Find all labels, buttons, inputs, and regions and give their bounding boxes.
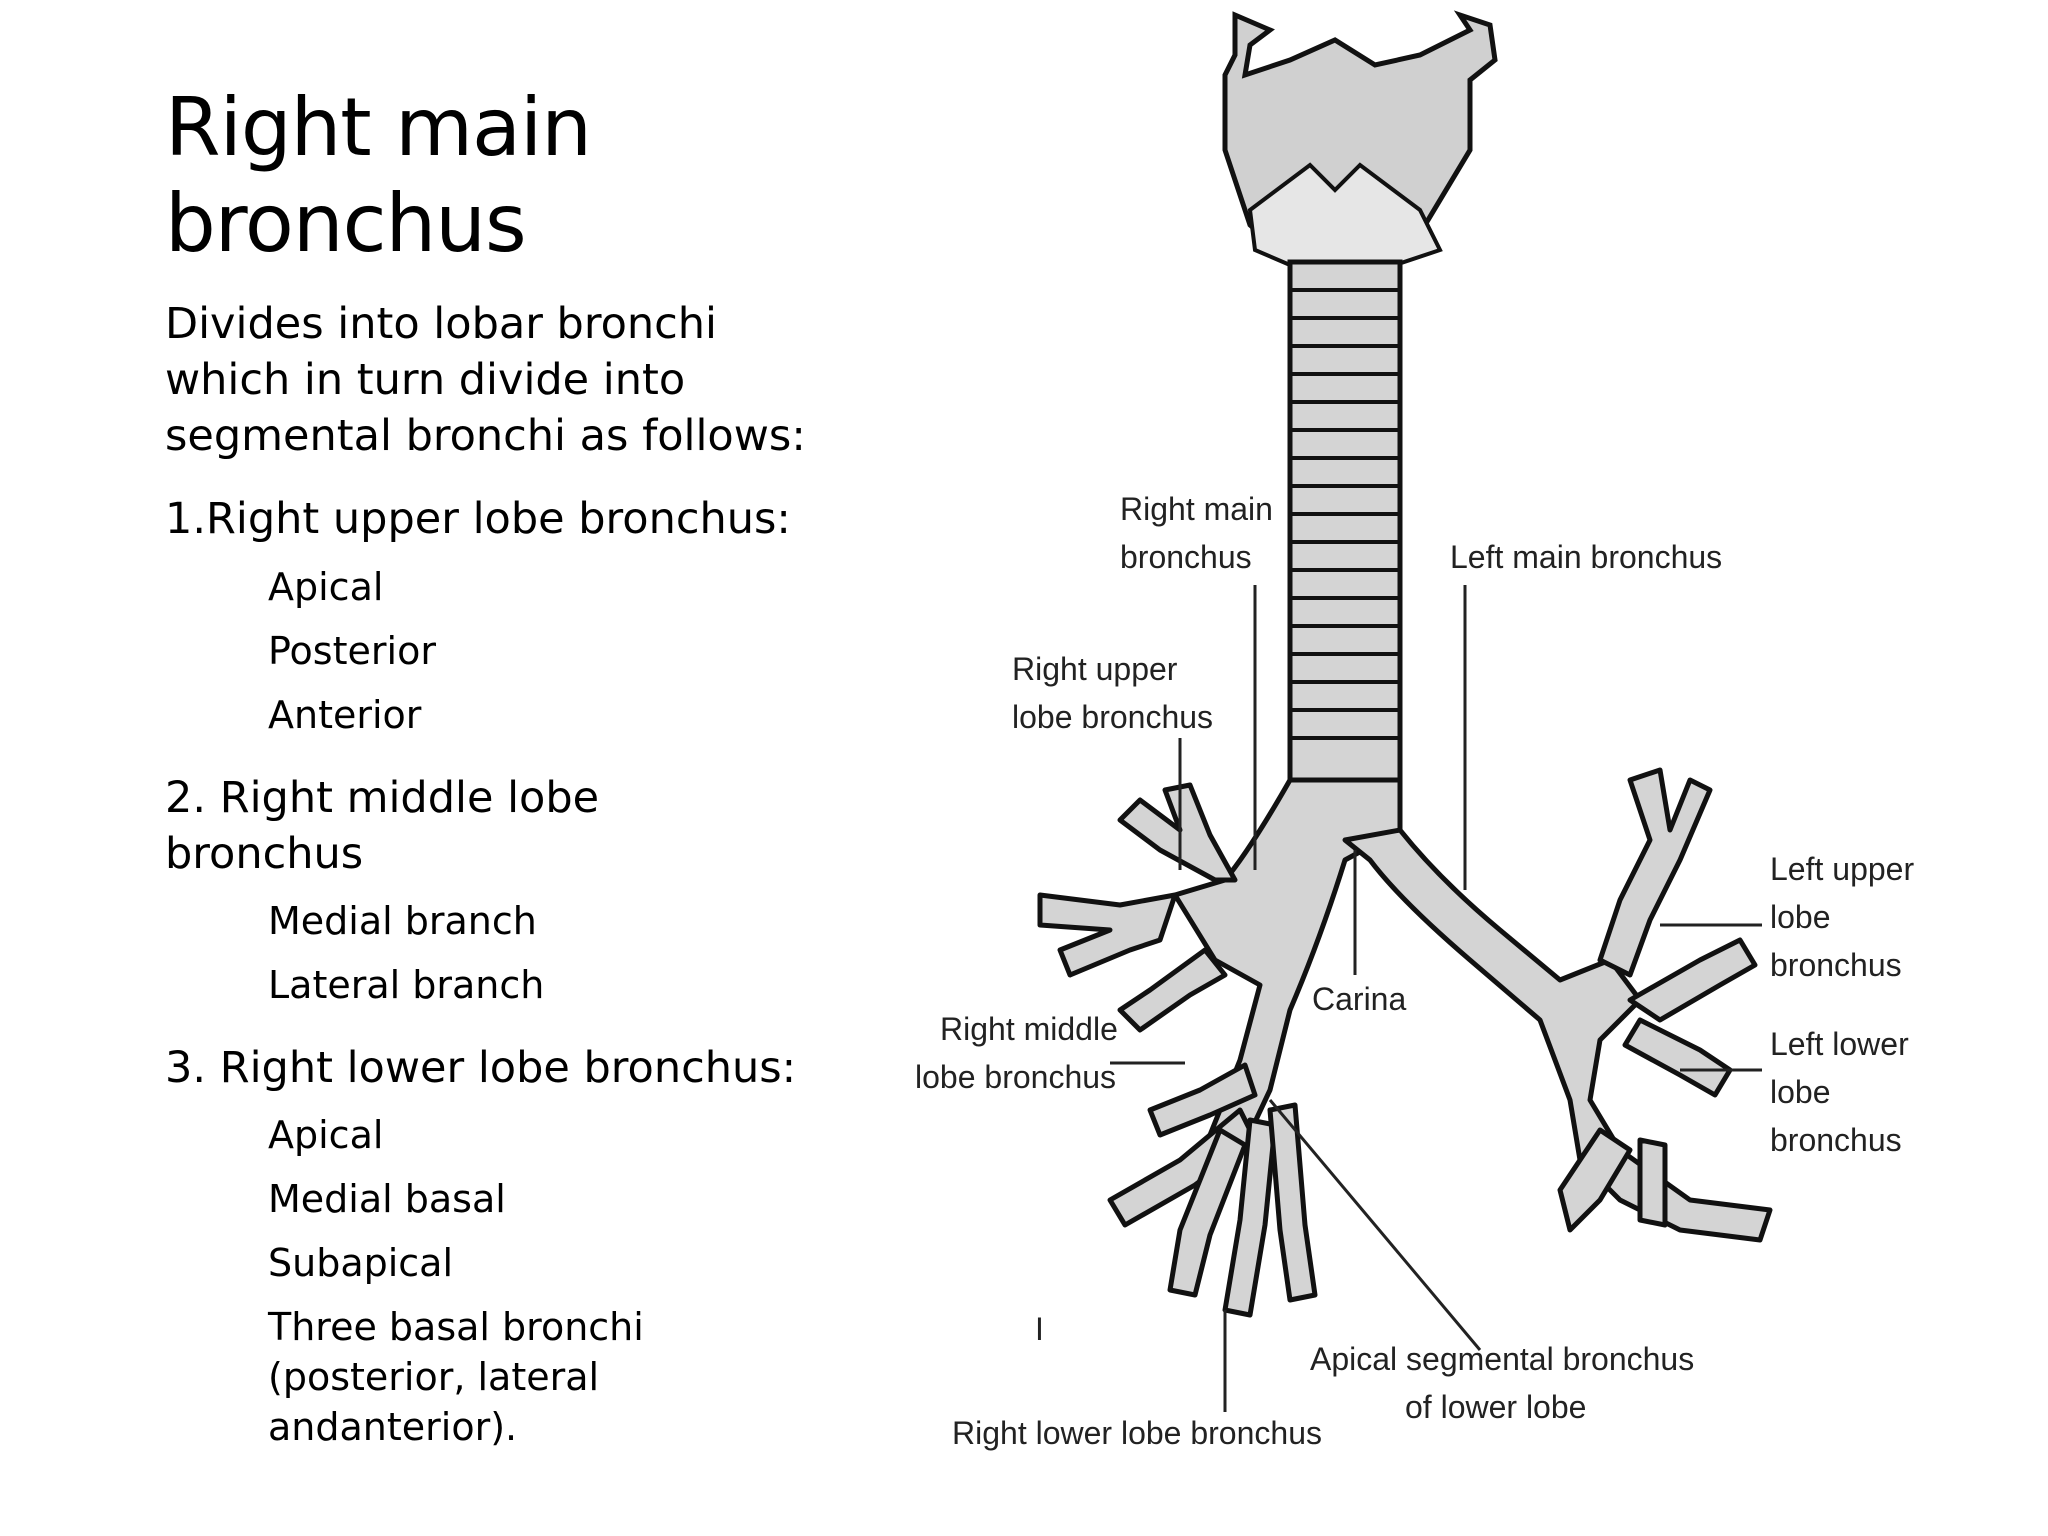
label-right-main-bronchus-line2: bronchus — [1120, 539, 1252, 575]
slide-title: Right main bronchus — [165, 81, 592, 270]
intro-text: Divides into lobar bronchi which in turn… — [165, 299, 806, 461]
diagram-labels: Right main bronchus Left main bronchus R… — [915, 491, 1914, 1451]
list-item: Apical — [268, 565, 384, 609]
list-item: Posterior — [268, 629, 436, 673]
label-right-upper-lobe-line1: Right upper — [1012, 651, 1178, 687]
list-item: Subapical — [268, 1241, 454, 1285]
list-item: Medial basal — [268, 1177, 506, 1221]
label-left-main-bronchus: Left main bronchus — [1450, 539, 1722, 575]
label-left-upper-lobe-line2: lobe — [1770, 899, 1831, 935]
list-item: Medial branch — [268, 899, 537, 943]
label-left-lower-lobe-line2: lobe — [1770, 1074, 1831, 1110]
label-right-middle-lobe-line2: lobe bronchus — [915, 1059, 1116, 1095]
list-item: Apical — [268, 1113, 384, 1157]
label-carina: Carina — [1312, 981, 1406, 1017]
bronchial-tree-diagram: Right main bronchus Left main bronchus R… — [915, 10, 1914, 1451]
label-right-main-bronchus-line1: Right main — [1120, 491, 1273, 527]
section-heading-upper-lobe: 1.Right upper lobe bronchus: — [165, 494, 791, 544]
trachea — [1287, 259, 1403, 785]
label-right-lower-lobe-bronchus: Right lower lobe bronchus — [952, 1415, 1322, 1451]
label-left-lower-lobe-line3: bronchus — [1770, 1122, 1902, 1158]
label-apical-segmental-line2: of lower lobe — [1405, 1389, 1586, 1425]
list-item: Three basal bronchi (posterior, lateral … — [268, 1305, 644, 1449]
section-heading-middle-lobe: 2. Right middle lobe bronchus — [165, 773, 600, 879]
left-bronchial-tree — [1342, 767, 1773, 1243]
right-bronchial-tree — [1037, 777, 1403, 1318]
larynx — [1222, 10, 1498, 273]
label-right-upper-lobe-line2: lobe bronchus — [1012, 699, 1213, 735]
label-apical-segmental-line1: Apical segmental bronchus — [1310, 1341, 1694, 1377]
label-left-upper-lobe-line1: Left upper — [1770, 851, 1914, 887]
label-right-middle-lobe-line1: Right middle — [940, 1011, 1118, 1047]
stray-mark: I — [1035, 1311, 1044, 1347]
section-heading-lower-lobe: 3. Right lower lobe bronchus: — [165, 1043, 797, 1093]
list-item: Anterior — [268, 693, 422, 737]
label-left-lower-lobe-line1: Left lower — [1770, 1026, 1909, 1062]
leader-lines — [1110, 585, 1762, 1412]
list-item: Lateral branch — [268, 963, 545, 1007]
label-left-upper-lobe-line3: bronchus — [1770, 947, 1902, 983]
